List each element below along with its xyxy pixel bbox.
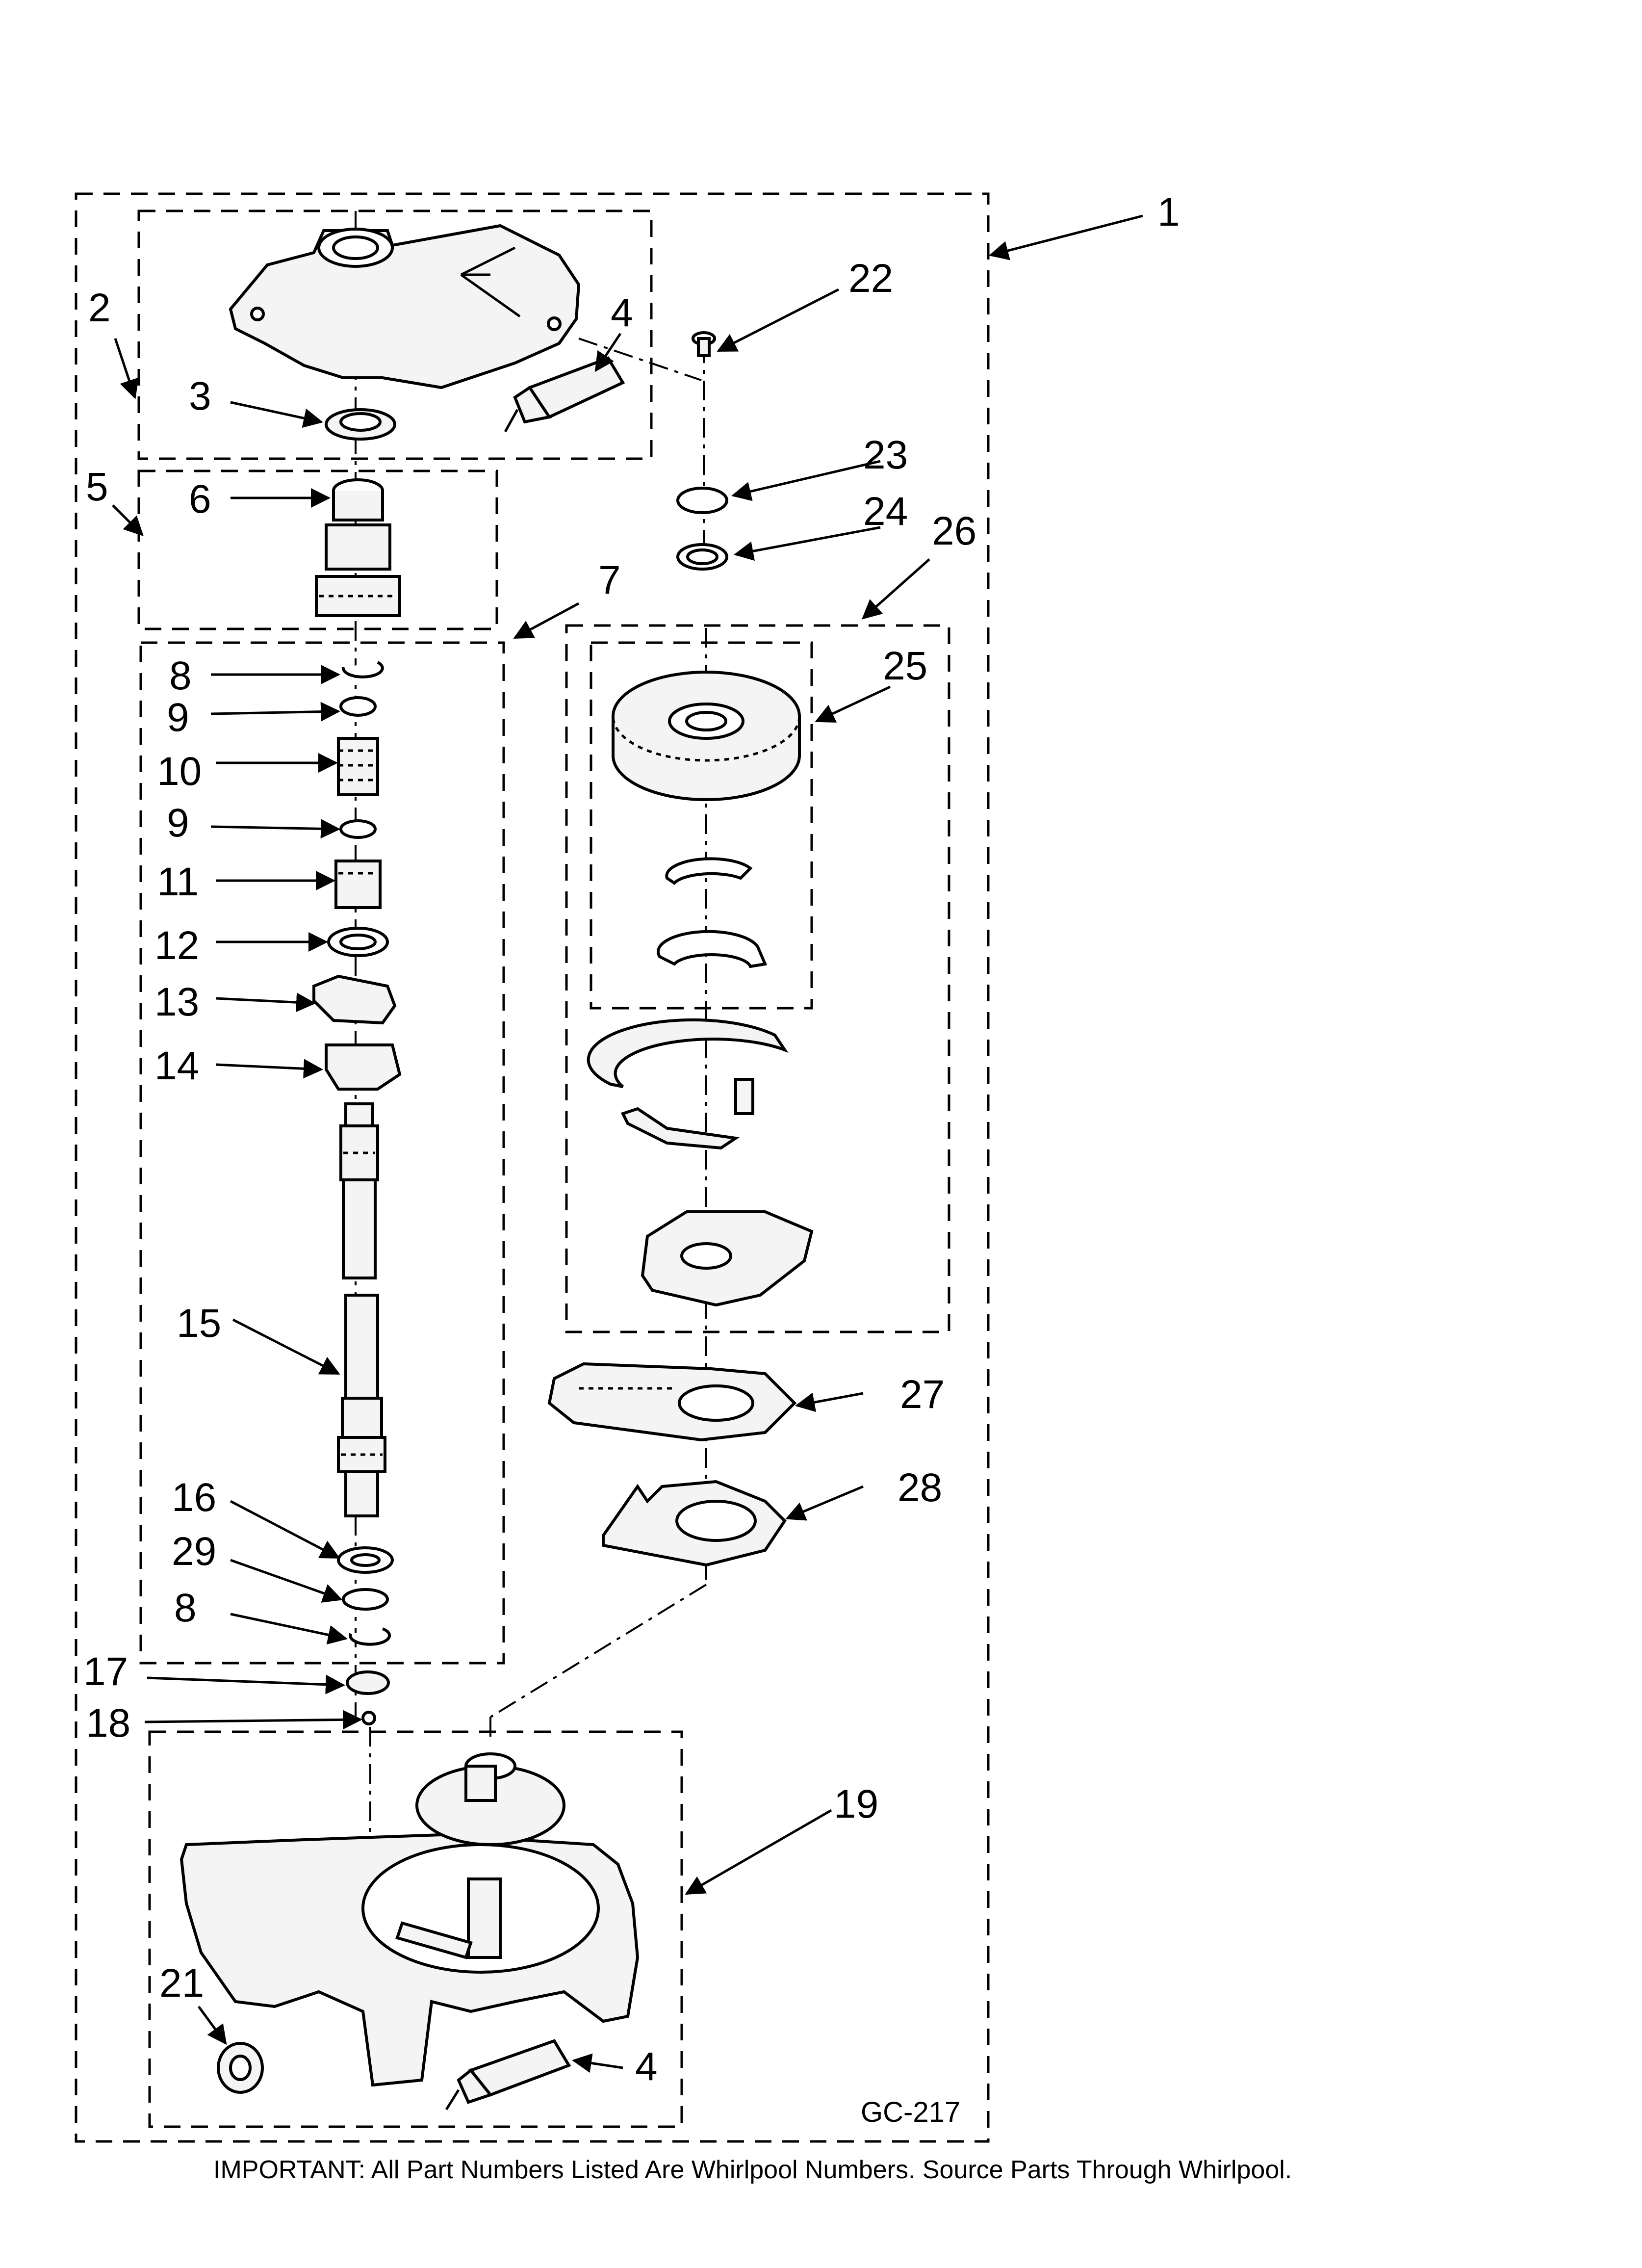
callout-29: 29 <box>172 1529 216 1574</box>
callout-4-bottom: 4 <box>635 2044 658 2089</box>
grease-tube-bottom <box>445 2039 571 2111</box>
callout-27: 27 <box>900 1372 945 1417</box>
assembly-boxes <box>75 192 990 2143</box>
callout-17: 17 <box>83 1649 128 1694</box>
seal-part-21 <box>217 2042 264 2094</box>
shaft-part-15 <box>337 1102 386 1517</box>
grease-tube-top <box>504 356 625 433</box>
clutch-band-parts <box>656 857 768 968</box>
box-assembly-25 <box>590 641 813 1010</box>
callout-8-bottom: 8 <box>174 1586 197 1630</box>
box-assembly-1 <box>75 192 990 2143</box>
callout-5: 5 <box>86 465 108 509</box>
brake-assembly-parts <box>587 1018 814 1307</box>
callout-18: 18 <box>86 1701 130 1746</box>
seal-part-3 <box>325 408 396 441</box>
box-assembly-2 <box>137 209 653 460</box>
callout-1: 1 <box>1157 190 1180 235</box>
callout-11: 11 <box>157 860 199 904</box>
callout-14: 14 <box>154 1043 199 1088</box>
callout-16: 16 <box>172 1475 216 1520</box>
box-assembly-19 <box>148 1730 683 2128</box>
callout-4-top: 4 <box>611 290 633 335</box>
callout-23: 23 <box>863 433 908 477</box>
callout-15: 15 <box>177 1301 221 1346</box>
callout-26: 26 <box>932 509 976 553</box>
footer-note: IMPORTANT: All Part Numbers Listed Are W… <box>213 2156 1292 2184</box>
callout-2: 2 <box>88 286 111 330</box>
callout-19: 19 <box>834 1782 878 1826</box>
plate-part-28 <box>602 1480 787 1567</box>
left-stack-parts <box>312 661 402 1091</box>
callout-10: 10 <box>157 749 202 794</box>
callout-labels: 1 22 2 4 3 23 24 26 5 6 7 25 8 9 10 9 11… <box>83 190 1180 2089</box>
callout-9-top: 9 <box>167 695 189 740</box>
gearcase-cover-part <box>229 224 581 390</box>
box-assembly-7 <box>139 641 505 1665</box>
callout-7: 7 <box>598 558 621 602</box>
callout-12: 12 <box>154 923 199 968</box>
callout-6: 6 <box>189 477 211 521</box>
gearcase-base-part-19 <box>180 1752 640 2087</box>
pinion-part-6 <box>315 478 401 617</box>
callout-25: 25 <box>883 644 927 688</box>
callout-3: 3 <box>189 374 211 418</box>
lower-stack-parts <box>337 1546 394 1725</box>
gear-part-25 <box>612 671 801 801</box>
shift-lever-part-27 <box>547 1362 797 1442</box>
leader-arrows <box>112 214 1143 2073</box>
rings-23-24 <box>676 487 728 571</box>
callout-8-top: 8 <box>169 653 192 698</box>
callout-28: 28 <box>898 1465 942 1510</box>
figure-code: GC-217 <box>861 2096 960 2128</box>
box-assembly-26 <box>565 624 950 1333</box>
callout-22: 22 <box>848 256 893 301</box>
box-assembly-5 <box>137 469 498 630</box>
callout-21: 21 <box>159 1961 204 2006</box>
screw-part-22 <box>692 331 716 357</box>
callout-13: 13 <box>154 980 199 1024</box>
callout-24: 24 <box>863 489 908 534</box>
callout-9-bottom: 9 <box>167 801 189 845</box>
axis-lines <box>355 211 707 1972</box>
